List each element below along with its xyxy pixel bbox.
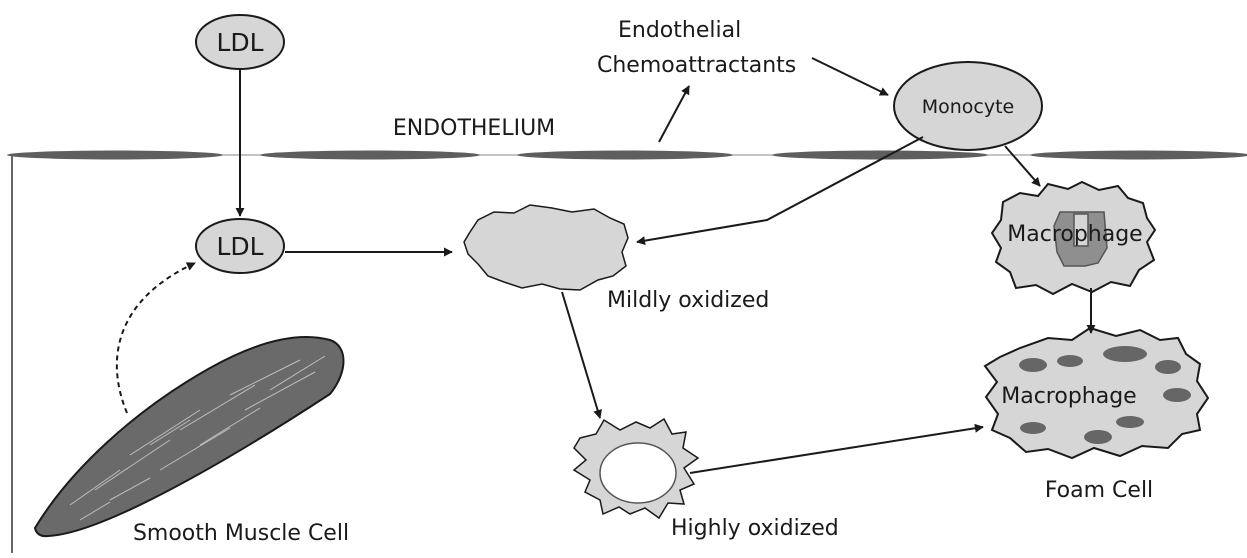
arrow-chemoattractants <box>659 86 689 142</box>
endothelial-cell <box>260 151 480 160</box>
chemoattractants-label-line1: Endothelial <box>618 18 741 43</box>
endothelial-cell <box>772 151 988 160</box>
smooth-muscle-cell-label: Smooth Muscle Cell <box>133 521 349 546</box>
endothelial-cell <box>7 151 223 160</box>
chemoattractants-label-line2: Chemoattractants <box>597 53 796 78</box>
highly-oxidized-core <box>600 443 676 503</box>
highly-oxidized-label: Highly oxidized <box>671 516 839 541</box>
monocyte-label: Monocyte <box>922 96 1015 118</box>
endothelial-cell <box>1030 151 1247 160</box>
mildly-oxidized-ldl <box>464 205 628 290</box>
arrow-highly-oxidized-to-foam-cell <box>690 427 983 473</box>
arrow-chemo-to-monocyte <box>812 58 888 95</box>
arrow-mildly-to-highly-oxidized <box>562 292 600 418</box>
ldl-intima-label: LDL <box>216 232 263 261</box>
macrophage-label: Macrophage <box>1007 222 1142 247</box>
endothelium-label: ENDOTHELIUM <box>393 116 555 141</box>
ldl-blood-label: LDL <box>216 28 263 57</box>
foam-cell-label: Foam Cell <box>1045 478 1153 503</box>
arrow-monocyte-to-macrophage <box>1005 146 1040 186</box>
endothelial-cell <box>517 151 733 160</box>
smooth-muscle-cell <box>35 337 344 536</box>
foam-macrophage-label: Macrophage <box>1001 384 1136 409</box>
mildly-oxidized-label: Mildly oxidized <box>607 288 769 313</box>
